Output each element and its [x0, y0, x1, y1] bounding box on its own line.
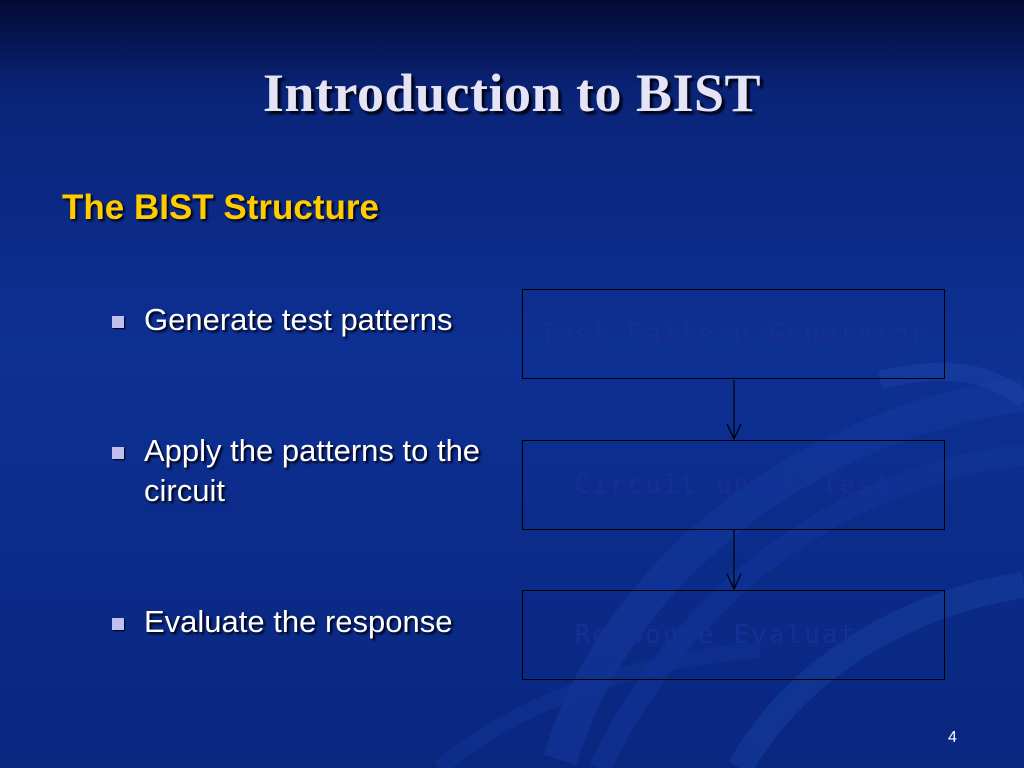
circuit-under-test-box: Circuit under Test: [522, 440, 945, 530]
slide-subtitle: The BIST Structure: [62, 188, 379, 227]
box-label: Test Pattern Generator: [539, 319, 928, 349]
slide-title: Introduction to BIST: [262, 63, 762, 123]
test-pattern-generator-box: Test Pattern Generator: [522, 289, 945, 379]
box-label: Circuit under Test: [574, 470, 893, 500]
down-arrow-icon: [726, 530, 742, 591]
square-bullet-icon: [112, 618, 124, 630]
bullet-item: Generate test patterns: [112, 300, 512, 340]
bullet-text: Evaluate the response: [144, 604, 453, 639]
down-arrow-icon: [726, 380, 742, 441]
bullet-item: Apply the patterns to the circuit: [112, 431, 512, 511]
response-evaluator-box: Response Evaluator: [522, 590, 945, 680]
bullet-text: Generate test patterns: [144, 302, 453, 337]
bullet-item: Evaluate the response: [112, 602, 512, 642]
page-number: 4: [948, 729, 957, 746]
square-bullet-icon: [112, 447, 124, 459]
bullet-text: Apply the patterns to the circuit: [144, 433, 481, 508]
square-bullet-icon: [112, 316, 124, 328]
box-label: Response Evaluator: [574, 620, 893, 650]
